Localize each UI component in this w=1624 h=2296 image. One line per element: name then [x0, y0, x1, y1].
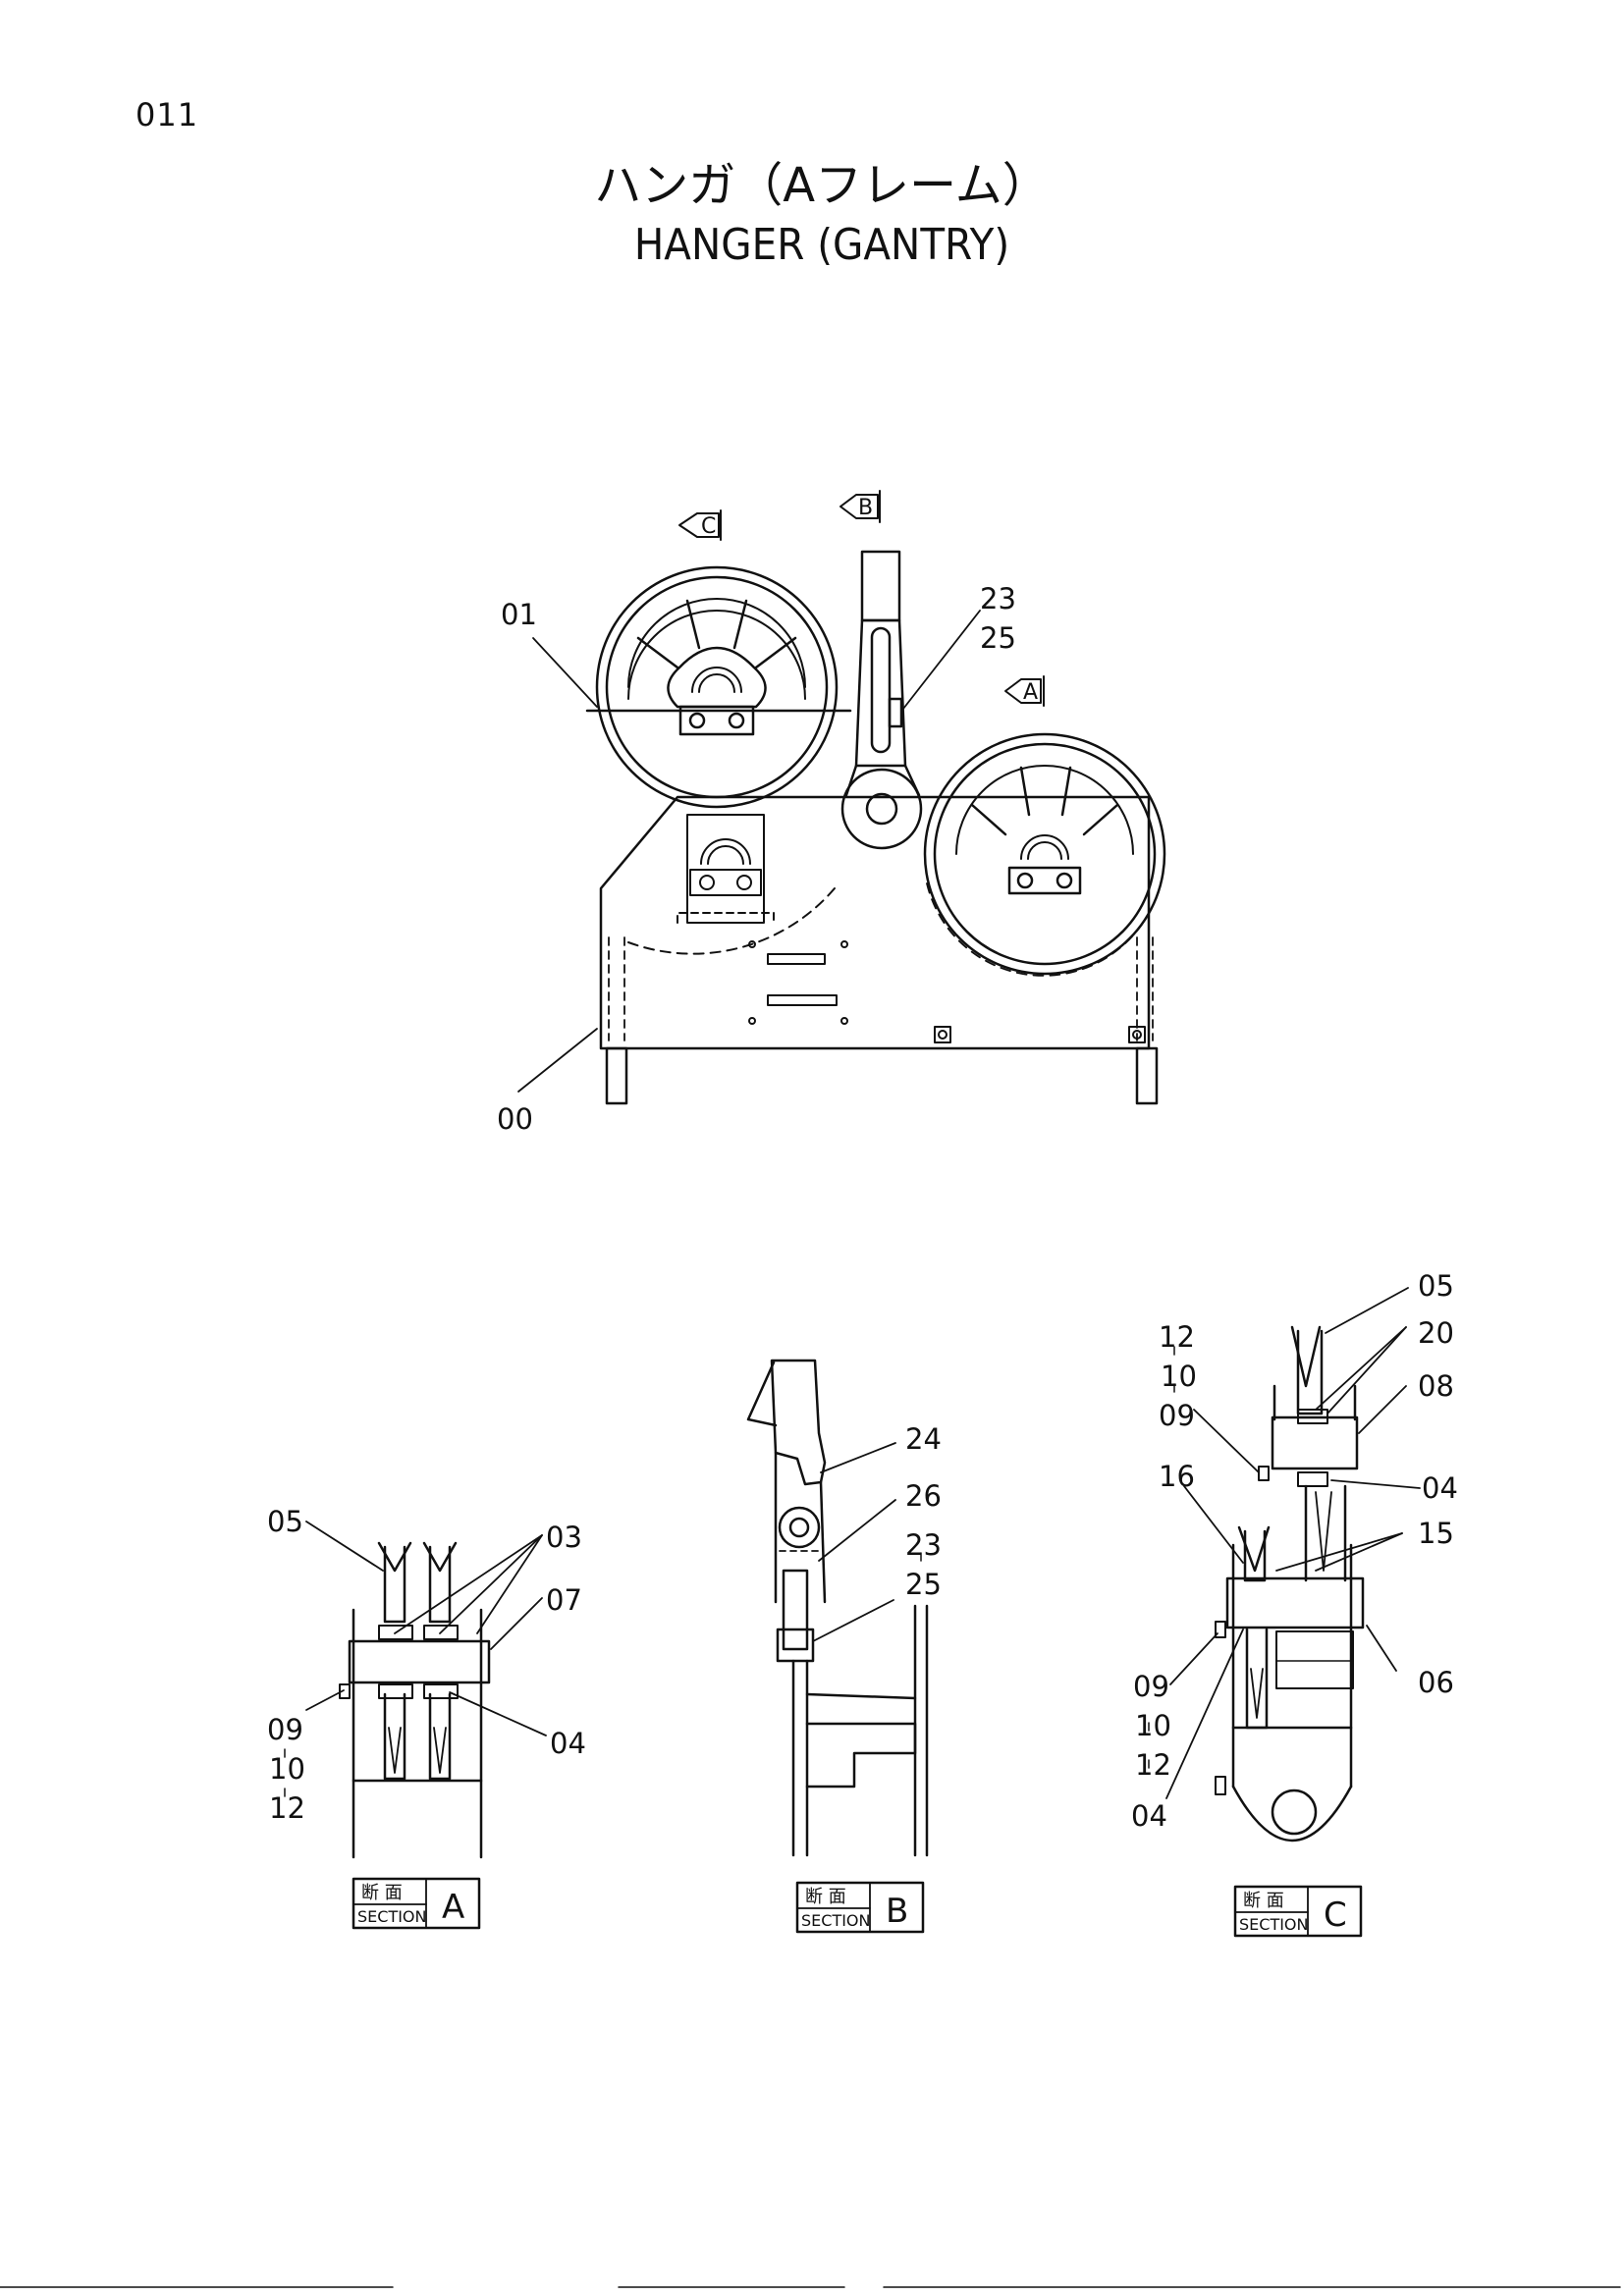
section-c-label-12: 12	[1159, 1320, 1195, 1354]
section-b-en: SECTION	[801, 1911, 871, 1930]
section-a-view	[284, 1521, 547, 1930]
section-c-label-15: 15	[1418, 1517, 1454, 1550]
section-b-title-box: 断 面 SECTION B	[801, 1887, 908, 1931]
hanger-arm	[840, 550, 923, 850]
section-c-label-09-lower: 09	[1133, 1670, 1169, 1703]
section-c-label-04: 04	[1422, 1471, 1458, 1505]
main-view	[517, 490, 1166, 1105]
section-b-label-26: 26	[905, 1479, 942, 1513]
right-sheave	[923, 732, 1166, 977]
section-a-title-box: 断 面 SECTION A	[357, 1883, 464, 1927]
title-japanese: ハンガ（Aフレーム）	[594, 158, 1050, 213]
section-a-label-09: 09	[267, 1713, 303, 1746]
frame-details	[748, 940, 1146, 1043]
section-a-label-03: 03	[546, 1521, 582, 1554]
right-leg	[1135, 1046, 1159, 1105]
section-c-label-08: 08	[1418, 1369, 1454, 1403]
middle-bracket	[627, 814, 836, 955]
part-label-01: 01	[501, 598, 537, 631]
section-a-jp: 断 面	[361, 1883, 403, 1903]
title-english: HANGER (GANTRY)	[633, 220, 1010, 270]
section-c-label-10-lower: 10	[1135, 1709, 1171, 1742]
section-a-label-07: 07	[546, 1583, 582, 1617]
section-c-label-12-lower: 12	[1135, 1748, 1171, 1782]
part-label-23-main: 23	[980, 582, 1016, 615]
section-b-letter: B	[886, 1892, 908, 1931]
title-block: ハンガ（Aフレーム） HANGER (GANTRY)	[0, 155, 1624, 275]
part-label-00: 00	[497, 1102, 533, 1136]
view-marker-a	[1004, 675, 1045, 707]
section-a-en: SECTION	[357, 1907, 427, 1926]
section-b-label-24: 24	[905, 1422, 942, 1456]
section-c-jp: 断 面	[1243, 1891, 1284, 1911]
view-marker-c-letter: C	[701, 514, 716, 539]
section-a-label-05: 05	[267, 1505, 303, 1538]
section-c-label-04-lower: 04	[1131, 1799, 1167, 1833]
section-a-label-04: 04	[550, 1727, 586, 1760]
left-leg	[605, 1046, 628, 1105]
section-b-label-23: 23	[905, 1528, 942, 1562]
view-marker-b	[839, 490, 881, 523]
section-c-label-10: 10	[1161, 1360, 1197, 1393]
section-c-label-05: 05	[1418, 1269, 1454, 1303]
section-b-label-25: 25	[905, 1568, 942, 1601]
section-b-jp: 断 面	[805, 1887, 846, 1907]
view-marker-b-letter: B	[858, 496, 873, 520]
section-a-label-12: 12	[269, 1791, 305, 1825]
part-label-25-main: 25	[980, 621, 1016, 655]
left-sheave	[585, 565, 852, 809]
page-number: 011	[135, 96, 199, 133]
section-c-en: SECTION	[1239, 1915, 1309, 1934]
frame-body-outline	[599, 795, 1151, 1050]
section-c-label-06: 06	[1418, 1666, 1454, 1699]
section-c-title-box: 断 面 SECTION C	[1239, 1891, 1347, 1935]
section-c-view	[1148, 1287, 1421, 1938]
section-c-label-09: 09	[1159, 1399, 1195, 1432]
view-marker-a-letter: A	[1023, 680, 1038, 705]
section-a-label-10: 10	[269, 1752, 305, 1786]
view-marker-c	[678, 509, 722, 541]
section-b-view	[746, 1359, 929, 1934]
section-c-label-16: 16	[1159, 1460, 1195, 1493]
section-a-letter: A	[442, 1888, 464, 1927]
section-c-letter: C	[1324, 1896, 1347, 1935]
section-c-label-20: 20	[1418, 1316, 1454, 1350]
